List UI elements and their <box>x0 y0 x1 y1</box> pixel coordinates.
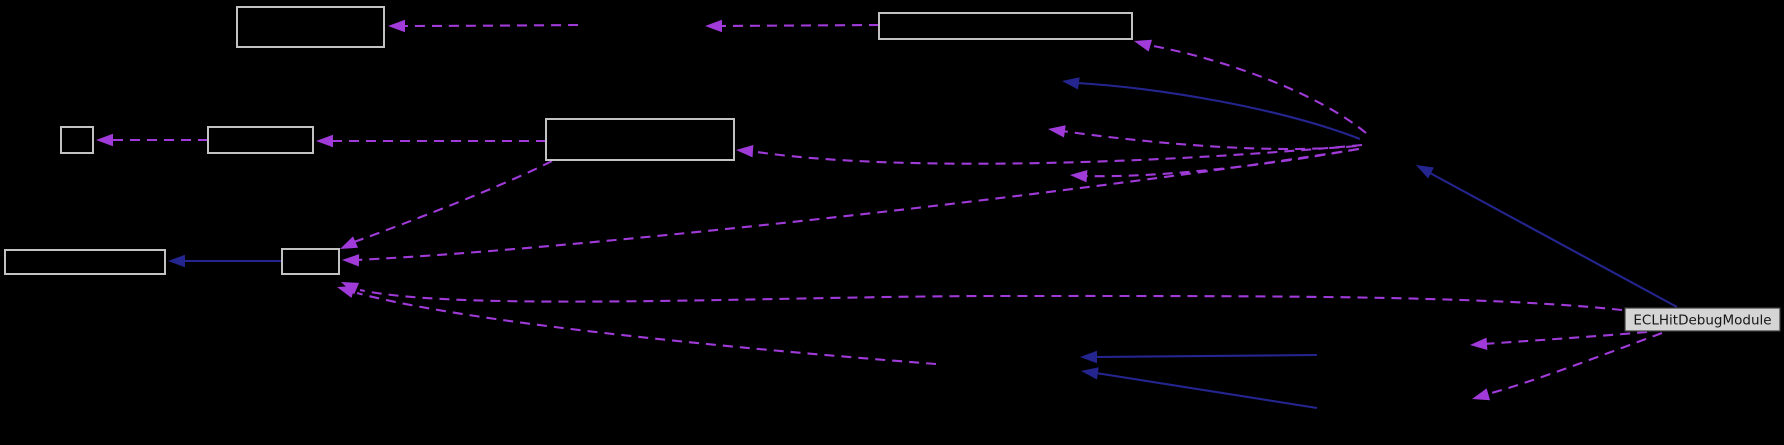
usage-edge-node4-to-node3-arrowhead <box>96 133 113 147</box>
usage-edge-hub-to-node5 <box>749 143 1363 165</box>
usage-edge-main-short-2-arrowhead <box>1472 388 1491 401</box>
empty-class-node-5-box[interactable] <box>545 118 735 161</box>
usage-edge-main-short-1 <box>1483 330 1648 346</box>
usage-edge-to-node1 <box>401 23 579 28</box>
empty-class-node-1-box[interactable] <box>236 6 385 48</box>
inherit-edge-main-to-hub <box>1429 172 1678 308</box>
empty-class-node-6[interactable] <box>4 249 166 275</box>
empty-class-node-6-box[interactable] <box>4 249 166 275</box>
usage-edge-main-short-2 <box>1487 332 1663 396</box>
usage-edge-bottom-to-node7-arrowhead <box>337 286 356 298</box>
usage-edge-node5-to-node7 <box>353 160 553 243</box>
inherit-edge-hub-to-mid3-arrowhead <box>1062 77 1080 90</box>
node-eclhitdebugmodule[interactable]: ECLHitDebugModule <box>1624 307 1781 332</box>
usage-edge-main-to-node7 <box>359 288 1623 312</box>
usage-edge-hub-to-mid1 <box>1061 129 1357 151</box>
node-eclhitdebugmodule-box[interactable] <box>1624 307 1781 332</box>
usage-edge-hub-to-node5-arrowhead <box>736 145 754 158</box>
usage-edge-hub-to-node7-arrowhead <box>342 254 360 267</box>
inherit-edge-main-to-hub-arrowhead <box>1416 165 1434 179</box>
empty-class-node-5[interactable] <box>545 118 735 161</box>
empty-class-node-1[interactable] <box>236 6 385 48</box>
empty-class-node-7-box[interactable] <box>281 248 340 275</box>
usage-edge-hub-to-node2-arrowhead <box>1134 39 1153 52</box>
inherit-edge-right1-to-mid-arrowhead <box>1080 350 1097 364</box>
usage-edge-node5-to-node7-arrowhead <box>340 236 359 249</box>
usage-edge-hub-to-node2 <box>1147 43 1367 134</box>
empty-class-node-7[interactable] <box>281 248 340 275</box>
usage-edge-main-short-1-arrowhead <box>1470 337 1488 350</box>
empty-class-node-4-box[interactable] <box>207 126 314 154</box>
inherit-edge-right2-to-mid <box>1095 371 1318 410</box>
empty-class-node-3-box[interactable] <box>60 126 94 154</box>
usage-edge-node5-to-node4-arrowhead <box>316 134 333 148</box>
usage-edge-from-node2-arrowhead <box>705 19 722 33</box>
empty-class-node-2-box[interactable] <box>878 12 1133 40</box>
inherit-edge-node7-to-node6-arrowhead <box>168 254 185 268</box>
usage-edge-hub-to-mid2 <box>1083 147 1359 178</box>
inherit-edge-right1-to-mid <box>1095 353 1318 359</box>
empty-class-node-4[interactable] <box>207 126 314 154</box>
main-node-label: ECLHitDebugModule <box>1633 313 1771 329</box>
empty-class-node-3[interactable] <box>60 126 94 154</box>
inherit-edge-hub-to-mid3 <box>1076 81 1361 140</box>
usage-edge-from-node2 <box>718 23 880 28</box>
usage-edge-hub-to-node7 <box>355 147 1360 262</box>
usage-edge-hub-to-mid1-arrowhead <box>1048 125 1066 138</box>
empty-class-node-2[interactable] <box>878 12 1133 40</box>
usage-edge-to-node1-arrowhead <box>388 19 405 33</box>
usage-edge-bottom-to-node7 <box>356 291 937 366</box>
usage-edge-hub-to-mid2-arrowhead <box>1070 170 1088 183</box>
inherit-edge-right2-to-mid-arrowhead <box>1081 367 1099 380</box>
